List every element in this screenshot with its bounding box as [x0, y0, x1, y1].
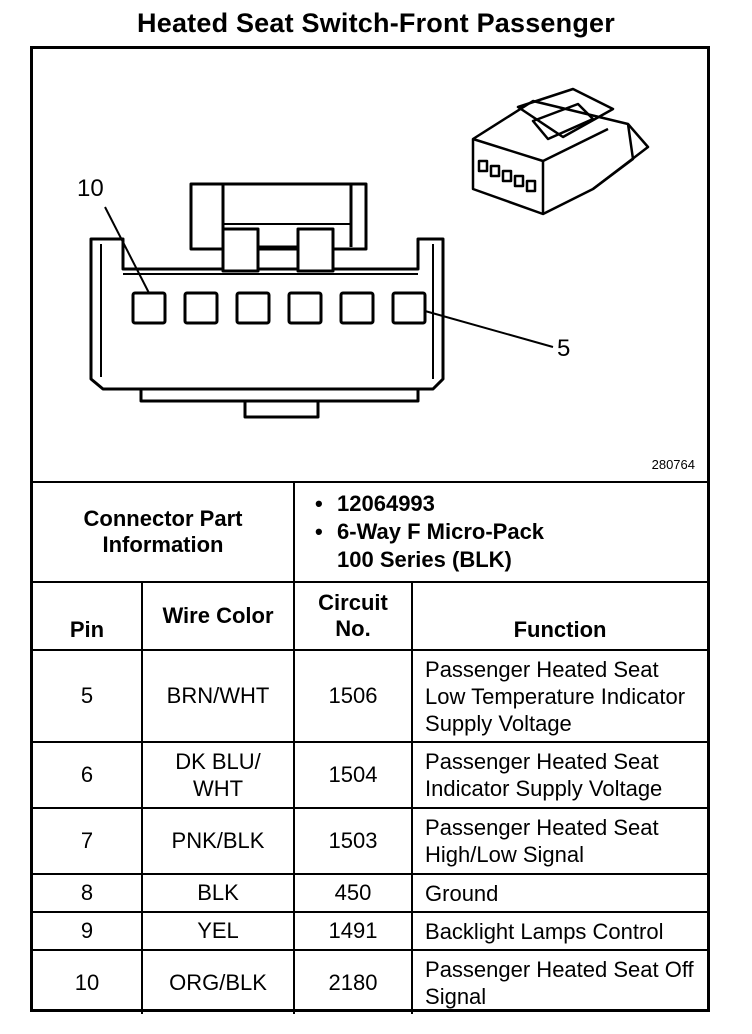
connector-face-drawing [89, 87, 650, 419]
cell-circuit: 1491 [293, 911, 414, 951]
connector-diagram: 10 5 280764 [33, 49, 707, 481]
header-wire-color: Wire Color [140, 581, 296, 651]
connector-description-line2: 100 Series (BLK) [337, 547, 512, 572]
header-circuit-no: Circuit No. [293, 581, 414, 651]
connector-table: Connector Part Information •12064993 •6-… [33, 481, 708, 1014]
cell-wire-color: PNK/BLK [140, 807, 296, 875]
figure-reference-number: 280764 [651, 457, 695, 472]
table-row: 5 BRN/WHT 1506 Passenger Heated Seat Low… [33, 649, 708, 743]
table-row: 6 DK BLU/ WHT 1504 Passenger Heated Seat… [33, 741, 708, 809]
table-row: 8 BLK 450 Ground [33, 873, 708, 913]
connector-part-number: 12064993 [337, 491, 435, 516]
cell-function: Passenger Heated Seat Indicator Supply V… [411, 741, 708, 809]
table-row: 7 PNK/BLK 1503 Passenger Heated Seat Hig… [33, 807, 708, 875]
cell-function: Passenger Heated Seat Off Signal [411, 949, 708, 1014]
cell-pin: 8 [33, 873, 143, 913]
connector-info-label: Connector Part Information [33, 481, 296, 583]
cell-circuit: 450 [293, 873, 414, 913]
cell-pin: 9 [33, 911, 143, 951]
pin-5-label: 5 [557, 335, 571, 362]
cell-wire-color: BLK [140, 873, 296, 913]
cell-wire-color: BRN/WHT [140, 649, 296, 743]
cell-circuit: 1503 [293, 807, 414, 875]
cell-function: Ground [411, 873, 708, 913]
header-pin: Pin [33, 581, 143, 651]
page-title: Heated Seat Switch-Front Passenger [137, 8, 615, 38]
cell-function: Backlight Lamps Control [411, 911, 708, 951]
cell-pin: 10 [33, 949, 143, 1014]
table-row: 10 ORG/BLK 2180 Passenger Heated Seat Of… [33, 949, 708, 1014]
cell-wire-color: ORG/BLK [140, 949, 296, 1014]
connector-description-line1: 6-Way F Micro-Pack [337, 519, 545, 544]
table-row: 9 YEL 1491 Backlight Lamps Control [33, 911, 708, 951]
cell-function: Passenger Heated Seat Low Temperature In… [411, 649, 708, 743]
pin-10-label: 10 [77, 175, 104, 202]
cell-circuit: 2180 [293, 949, 414, 1014]
cell-pin: 6 [33, 741, 143, 809]
cell-pin: 5 [33, 649, 143, 743]
cell-wire-color: YEL [140, 911, 296, 951]
header-function: Function [411, 581, 708, 651]
connector-info-details: •12064993 •6-Way F Micro-Pack 100 Series… [293, 481, 708, 583]
connector-info-row: Connector Part Information •12064993 •6-… [33, 481, 708, 583]
cell-function: Passenger Heated Seat High/Low Signal [411, 807, 708, 875]
cell-wire-color: DK BLU/ WHT [140, 741, 296, 809]
cell-circuit: 1506 [293, 649, 414, 743]
cell-circuit: 1504 [293, 741, 414, 809]
document-frame: 10 5 280764 Connector Part Information •… [30, 46, 710, 1014]
table-header-row: Pin Wire Color Circuit No. Function [33, 581, 708, 651]
cell-pin: 7 [33, 807, 143, 875]
